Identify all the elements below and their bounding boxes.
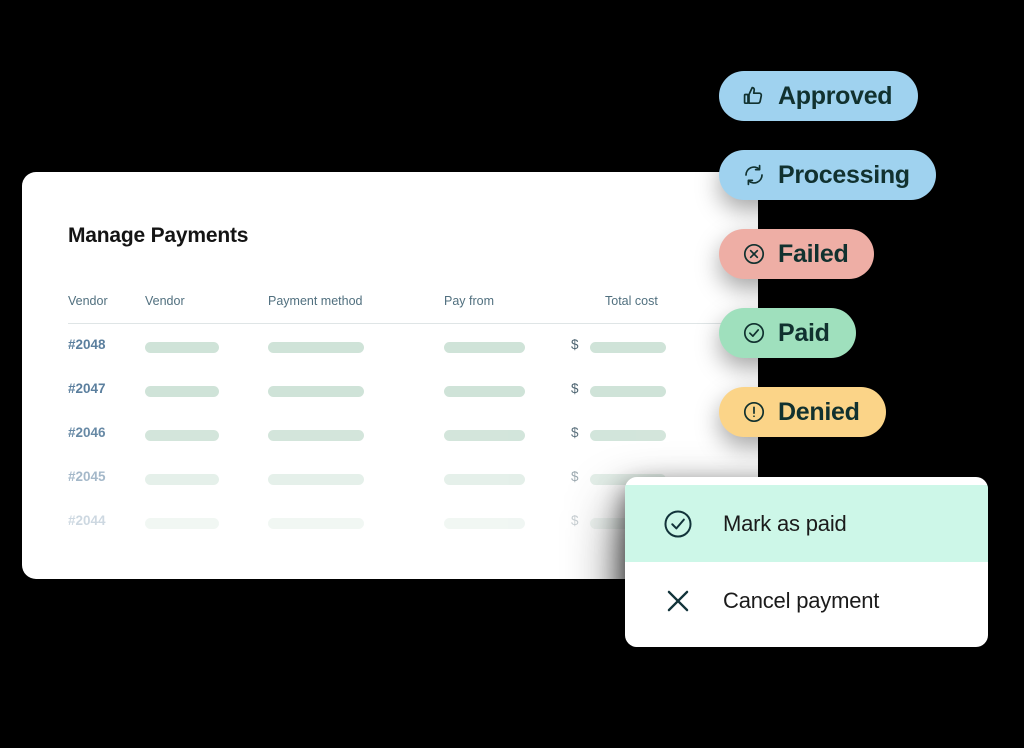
payment-method-placeholder-bar [268,518,364,529]
vendor-placeholder-bar [145,386,219,397]
status-badge-denied[interactable]: Denied [719,387,886,437]
status-badge-label: Processing [778,160,910,189]
column-header-vendor-id: Vendor [68,294,108,308]
menu-item-mark-as-paid[interactable]: Mark as paid [625,485,988,562]
pay-from-placeholder-bar [444,474,525,485]
status-badge-label: Paid [778,318,830,347]
vendor-id-link[interactable]: #2048 [68,337,106,352]
pay-from-placeholder-bar [444,518,525,529]
currency-symbol: $ [571,337,579,352]
table-header-row: Vendor Vendor Payment method Pay from To… [68,294,740,324]
pay-from-placeholder-bar [444,342,525,353]
thumbs-up-icon [741,83,767,109]
menu-item-cancel-payment[interactable]: Cancel payment [625,562,988,639]
column-header-vendor: Vendor [145,294,185,308]
page-title: Manage Payments [68,224,249,247]
vendor-id-link[interactable]: #2046 [68,425,106,440]
status-badge-label: Failed [778,239,849,268]
total-cost-placeholder-bar [590,430,666,441]
check-circle-icon [661,507,695,541]
payment-method-placeholder-bar [268,386,364,397]
vendor-placeholder-bar [145,474,219,485]
status-badge-label: Denied [778,397,860,426]
table-row[interactable]: #2047 $ [68,368,740,412]
table-row[interactable]: #2046 $ [68,412,740,456]
column-header-payment-method: Payment method [268,294,363,308]
menu-item-label: Cancel payment [723,587,880,613]
column-header-total-cost: Total cost [605,294,658,308]
x-circle-icon [741,241,767,267]
status-badge-approved[interactable]: Approved [719,71,919,121]
vendor-placeholder-bar [145,518,219,529]
vendor-id-link[interactable]: #2047 [68,381,106,396]
refresh-icon [741,162,767,188]
column-header-pay-from: Pay from [444,294,495,308]
payment-method-placeholder-bar [268,342,364,353]
payment-actions-menu: Mark as paid Cancel payment [625,477,988,647]
vendor-id-link[interactable]: #2044 [68,513,106,528]
status-badge-label: Approved [778,81,893,110]
currency-symbol: $ [571,425,579,440]
payment-method-placeholder-bar [268,430,364,441]
pay-from-placeholder-bar [444,386,525,397]
status-badge-processing[interactable]: Processing [719,150,936,200]
total-cost-placeholder-bar [590,386,666,397]
vendor-id-link[interactable]: #2045 [68,469,106,484]
status-badge-failed[interactable]: Failed [719,229,875,279]
currency-symbol: $ [571,469,579,484]
table-row[interactable]: #2048 $ [68,324,740,368]
manage-payments-card: Manage Payments Vendor Vendor Payment me… [22,172,758,579]
exclamation-circle-icon [741,399,767,425]
currency-symbol: $ [571,381,579,396]
status-badge-paid[interactable]: Paid [719,308,856,358]
menu-item-label: Mark as paid [723,510,847,536]
close-x-icon [661,584,695,618]
total-cost-placeholder-bar [590,342,666,353]
payments-table: Vendor Vendor Payment method Pay from To… [68,294,740,544]
vendor-placeholder-bar [145,342,219,353]
currency-symbol: $ [571,513,579,528]
check-circle-icon [741,320,767,346]
payment-method-placeholder-bar [268,474,364,485]
vendor-placeholder-bar [145,430,219,441]
pay-from-placeholder-bar [444,430,525,441]
